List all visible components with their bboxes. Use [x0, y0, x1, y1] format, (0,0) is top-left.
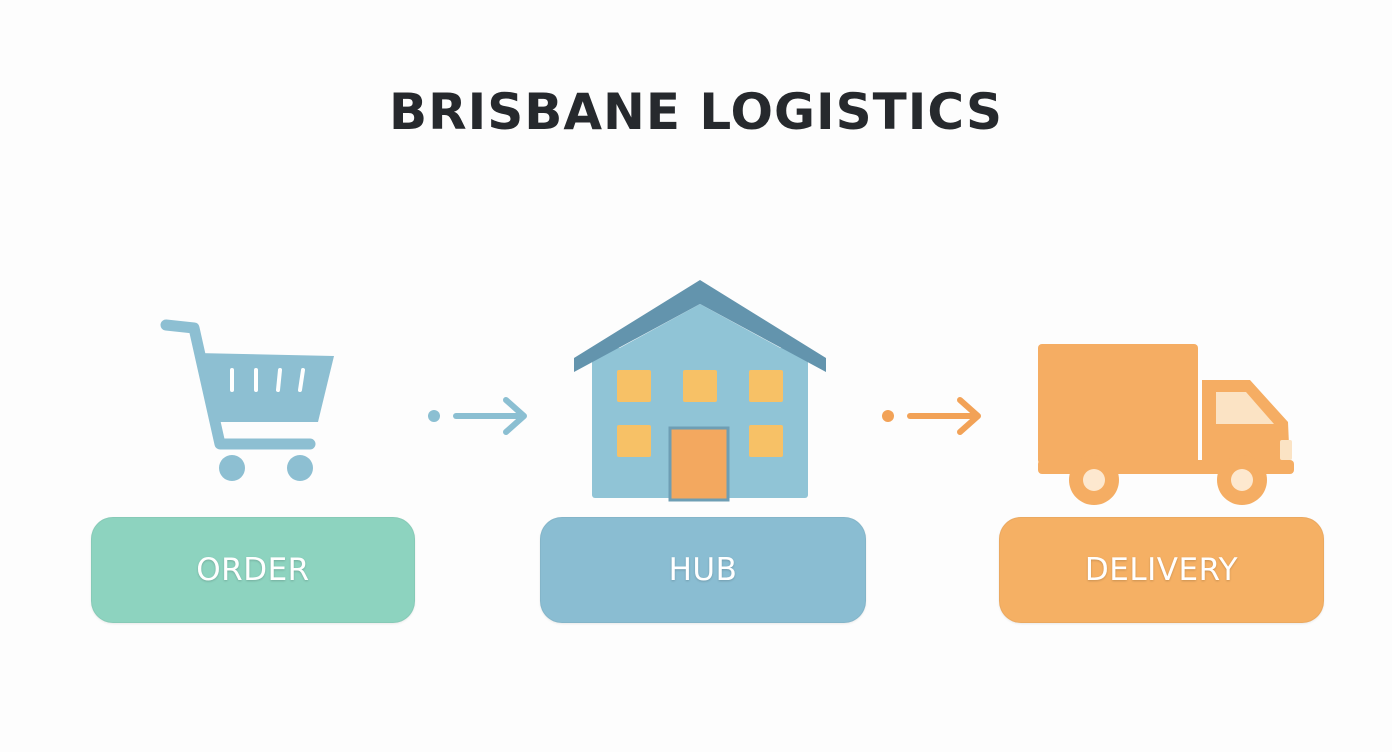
delivery-truck-icon	[1034, 340, 1300, 506]
step-delivery-pill: DELIVERY	[999, 517, 1324, 623]
shopping-cart-icon	[158, 316, 340, 486]
warehouse-building-icon	[570, 276, 832, 504]
step-delivery-label: DELIVERY	[1084, 552, 1239, 588]
step-hub-label: HUB	[668, 552, 738, 588]
arrow-right-icon	[422, 394, 534, 440]
page-title: BRISBANE LOGISTICS	[388, 83, 1004, 141]
step-hub-pill: HUB	[540, 517, 866, 623]
arrow-right-icon	[876, 394, 988, 440]
step-order-pill: ORDER	[91, 517, 415, 623]
step-order-label: ORDER	[196, 552, 310, 588]
